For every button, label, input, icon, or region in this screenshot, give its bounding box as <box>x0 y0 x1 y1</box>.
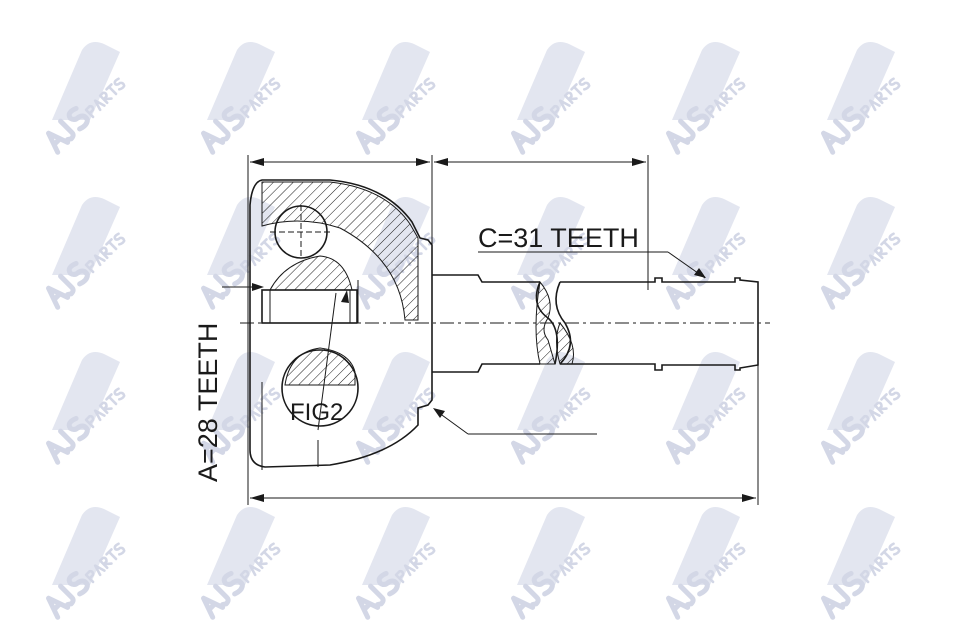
watermark-logo <box>666 507 746 620</box>
watermark-logo <box>511 352 591 465</box>
watermark-logo <box>356 352 436 465</box>
watermark-logo <box>511 507 591 620</box>
watermark-logo <box>511 42 591 155</box>
leader-lines <box>433 251 706 435</box>
watermark-logo <box>821 42 901 155</box>
watermark-logo <box>821 507 901 620</box>
outer-race-housing <box>249 179 433 470</box>
watermark-logo <box>821 197 901 310</box>
watermark-logo <box>46 352 126 465</box>
watermark-logo <box>46 197 126 310</box>
watermark-grid <box>46 42 901 620</box>
watermark-logo <box>356 42 436 155</box>
watermark-logo <box>666 42 746 155</box>
shaft <box>432 274 759 373</box>
watermark-logo <box>46 42 126 155</box>
watermark-logo <box>356 507 436 620</box>
a-teeth-label: A=28 TEETH <box>193 323 223 482</box>
c-teeth-label: C=31 TEETH <box>478 223 639 253</box>
watermark-logo <box>201 42 281 155</box>
fig2-label: FIG2 <box>290 399 343 426</box>
watermark-logo <box>666 197 746 310</box>
watermark-logo <box>46 507 126 620</box>
watermark-logo <box>666 352 746 465</box>
watermark-logo <box>201 507 281 620</box>
watermark-logo <box>511 197 591 310</box>
watermark-logo <box>821 352 901 465</box>
